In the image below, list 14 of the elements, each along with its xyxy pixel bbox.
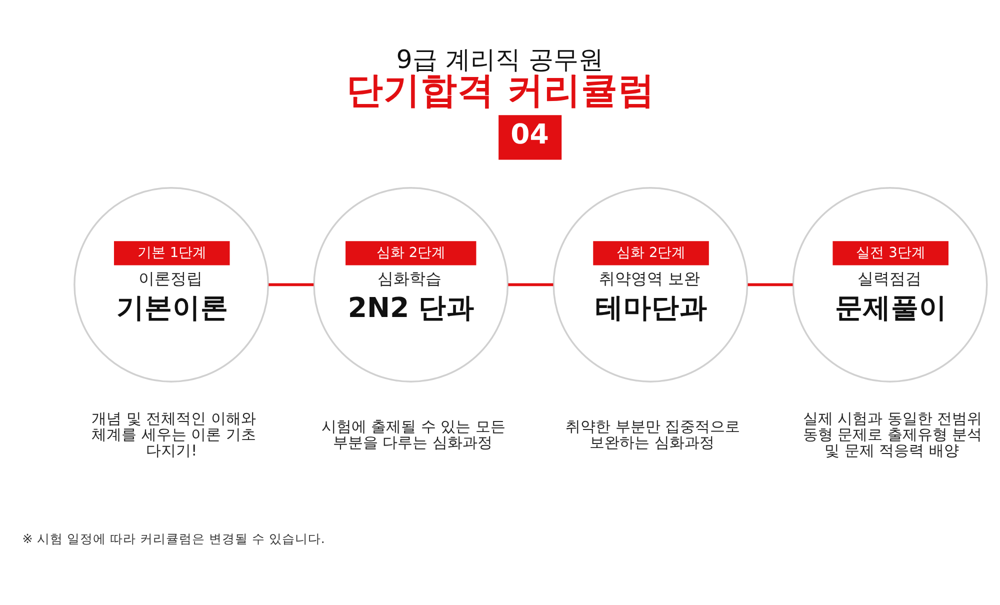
connector: [268, 283, 314, 286]
node-circle: 실전 3단계 실력점검 문제풀이: [792, 187, 988, 382]
label: ※ 시험 일정에 따라 커리큘럼은 변경될 수 있습니다.: [22, 530, 325, 546]
node-label: 시험에 출제될 수 있는 모든 부분을 다루는 심화과정: [321, 417, 506, 452]
node-label: 실제 시험과 동일한 전범위 동형 문제로 출제유형 분석 및 문제 적응력 배양: [802, 409, 982, 460]
node-label: 개념 및 전체적인 이해와 체계를 세우는 이론 기초 다지기!: [92, 409, 256, 460]
node-box: 04: [498, 115, 562, 160]
node-label: 취약한 부분만 집중적으로 보완하는 심화과정: [566, 417, 740, 452]
diagram-title: 9급 계리직 공무원 단기합격 커리큘럼: [346, 45, 656, 112]
node-circle: 심화 2단계 심화학습 2N2 단과: [313, 187, 509, 382]
connector: [748, 283, 793, 286]
node-circle: 기본 1단계 이론정립 기본이론: [74, 187, 270, 382]
node-circle: 심화 2단계 취약영역 보완 테마단과: [552, 187, 748, 382]
connector: [508, 283, 554, 286]
